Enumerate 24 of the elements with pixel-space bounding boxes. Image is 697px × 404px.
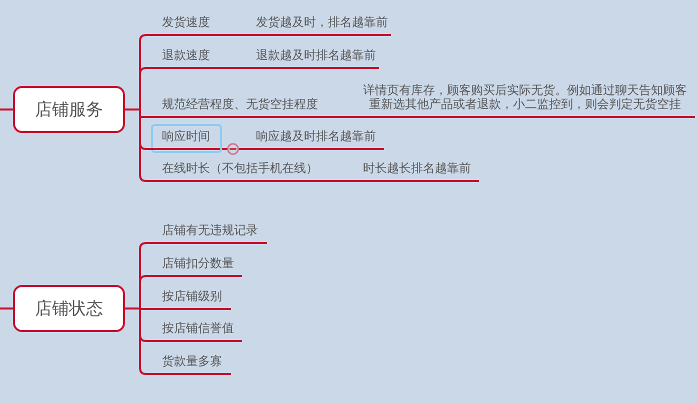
branch-line [322,116,340,118]
underlined-topic: 规范经营程度、无货空挂程度 [146,94,322,118]
underlined-topic: 发货速度 [146,12,214,36]
underlined-note: 详情页有库存，顾客购买后实际无货。例如通过聊天告知顾客重新选其他产品或者退款，小二监控到，则会判定无货空挂 [340,83,695,118]
branch-line [214,34,250,36]
branch-line [214,148,250,150]
underlined-topic: 退款速度 [146,45,214,69]
underlined-topic: 店铺有无违规记录 [146,220,267,244]
underlined-topic: 在线时长（不包括手机在线） [146,158,322,182]
underlined-topic: 响应时间 [146,126,214,150]
underlined-topic: 时长越长排名越靠前 [357,158,479,182]
underlined-topic: 货款量多寡 [146,351,231,375]
branch-line [322,180,357,182]
branch-line [214,67,250,69]
underlined-topic: 发货越及时，排名越靠前 [250,12,391,36]
topic-box: 店铺状态 [13,285,125,332]
underlined-topic: 按店铺信誉值 [146,318,242,342]
branch-line [0,308,13,310]
underlined-topic: 响应越及时排名越靠前 [250,126,384,150]
topic-box: 店铺服务 [13,86,125,133]
underlined-topic: 店铺扣分数量 [146,253,242,277]
underlined-topic: 退款越及时排名越靠前 [250,45,379,69]
branch-line [0,108,13,110]
underlined-topic: 按店铺级别 [146,286,231,310]
